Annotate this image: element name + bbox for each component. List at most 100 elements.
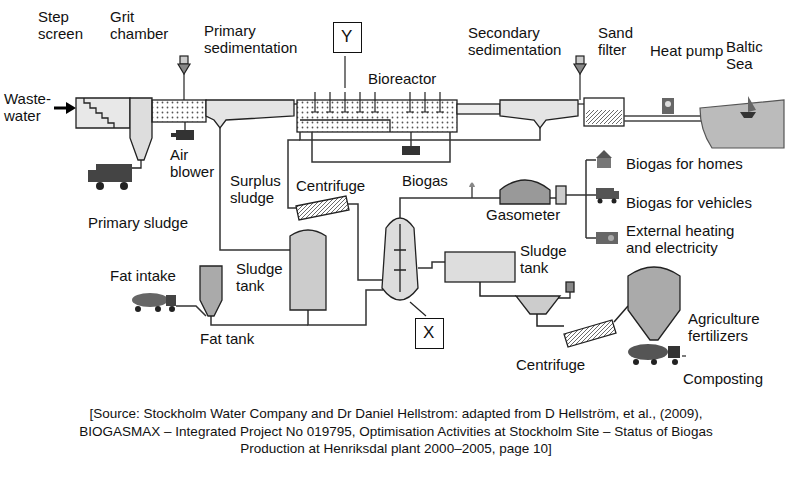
inlet-arrow [66,102,76,114]
dosing-icon [183,74,184,100]
bioreactor-tank [297,100,457,132]
component-label: Waste-water [4,90,54,125]
fat-truck-icon [169,306,175,312]
fertilizer-truck-icon [651,359,657,365]
bioreactor-tank [297,92,457,132]
bioreactor-tank [311,92,444,112]
engine-icon [596,232,618,244]
fertilizer-truck-icon [628,344,668,360]
dosing-icon [574,64,586,74]
biogas-pipes [400,160,596,238]
component-label: Sand filter [598,24,640,59]
component-label: Bioreactor [368,70,436,87]
component-label: Biogas for homes [626,155,743,172]
y-leader-line [344,56,345,88]
air-blower-symbol [184,122,185,130]
step-screen-symbol [76,98,130,128]
fat-tank-symbol [200,266,222,316]
engine-icon [596,232,618,244]
component-label: Biogas for vehicles [626,194,752,211]
secondary-sedimentation-tank [457,100,578,128]
gasometer-symbol [500,180,550,204]
vehicle-icon [596,188,614,199]
component-label: Centrifuge [296,177,365,194]
component-label: Primary sludge [88,214,188,231]
sand-filter-symbol [584,98,624,126]
bioreactor-blower [402,146,420,155]
heat-pump-symbol [662,98,674,114]
fat-truck-icon [132,293,168,307]
vehicle-icon [612,199,617,204]
primary-sedimentation-tank [206,100,297,128]
component-label: Sludge tank [520,242,570,277]
aerated-channel [152,100,206,122]
fertilizer-truck-icon [628,344,686,365]
engine-icon [608,235,614,241]
vehicle-icon [596,188,619,204]
air-blower-symbol [176,130,194,140]
digester-symbol [382,218,418,300]
dewatering-line [558,292,570,298]
sludge-return-pipes [288,140,300,208]
dosing-icon [578,103,584,104]
bioreactor-blower [410,132,411,146]
home-icon [596,150,612,158]
primary-sedimentation-tank [206,100,294,128]
component-label: External heating and electricity [626,222,748,257]
dosing-icon [576,56,584,64]
biogas-pipes [400,198,500,218]
component-label: Grit chamber [110,8,172,43]
outlet-pipe [624,116,702,121]
source-caption: [Source: Stockholm Water Company and Dr … [56,405,736,458]
sludge-pipes [418,262,445,268]
baltic-sea-shape [700,96,784,148]
step-screen-symbol [76,98,130,128]
dewatering-line [516,296,560,314]
sludge-return-pipes [300,128,540,140]
callout-box: Y [333,22,362,53]
grit-chamber-symbol [130,98,152,160]
air-blower-symbol [171,133,177,137]
vehicle-icon [598,199,603,204]
fat-tank-symbol [200,266,222,316]
fertilizer-truck-icon [682,355,686,356]
component-label: Sludge tank [236,260,286,295]
home-icon [596,150,612,168]
vehicle-icon [613,191,619,199]
dewatering-line [628,267,680,340]
outlet-pipe [624,116,702,121]
sludge-tank-symbol [290,230,326,310]
component-label: Heat pump [650,42,723,59]
component-label: Composting [683,370,763,387]
bioreactor-tank [300,120,390,132]
x-leader-line [410,302,426,316]
fat-truck-icon [166,295,176,306]
dosing-icon [180,56,188,64]
sand-filter-symbol [586,110,622,124]
sand-filter-symbol [584,98,624,126]
aerated-channel [152,100,206,122]
fat-truck-icon [155,306,161,312]
flare-icon [471,187,472,198]
biogas-pipes [566,160,596,238]
callout-box: X [415,318,444,349]
dewatering-line [480,282,516,296]
component-label: Agriculture fertilizers [688,310,770,345]
component-label: Surplus sludge [230,172,282,207]
grit-chamber-symbol [132,160,141,168]
x-leader-line [410,302,426,316]
sludge-pipes [220,128,290,250]
y-leader-line [344,56,345,88]
sludge-pipes [176,306,206,316]
flare-icon [469,183,475,188]
grit-truck-icon [88,170,98,182]
dosing-icon [574,56,586,104]
air-blower-symbol [171,122,194,140]
callout-letter: Y [341,27,352,47]
component-label: Air blower [170,146,217,181]
fertilizer-truck-icon [633,359,639,365]
secondary-sedimentation-tank [500,100,578,128]
biogas-pipes [550,197,556,199]
component-label: Primary sedimentation [204,22,308,57]
